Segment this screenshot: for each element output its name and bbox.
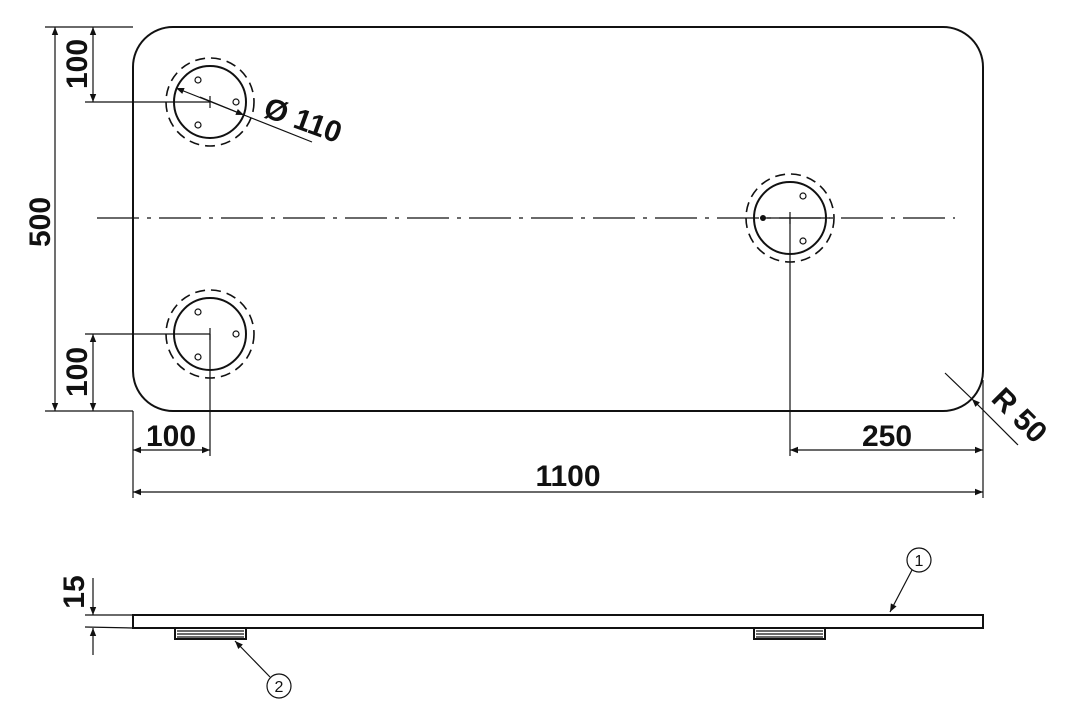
foot-right xyxy=(753,627,826,640)
dim-15: 15 xyxy=(58,575,91,608)
balloon-2: 2 xyxy=(234,640,292,699)
dim-line-radius xyxy=(971,398,1019,446)
dim-radius: R 50 xyxy=(985,382,1053,450)
svg-text:2: 2 xyxy=(275,679,284,696)
svg-text:1: 1 xyxy=(915,553,924,570)
dim-bottom-100: 100 xyxy=(61,347,94,397)
foot-left xyxy=(174,627,247,640)
dim-250: 250 xyxy=(862,420,912,453)
dim-left-100: 100 xyxy=(146,420,196,453)
plate-side-view xyxy=(132,614,984,629)
plate-outline xyxy=(132,26,984,412)
dim-diameter: Ø 110 xyxy=(260,92,347,150)
dim-500: 500 xyxy=(24,197,57,247)
dim-top-100: 100 xyxy=(61,39,94,89)
extension-lines xyxy=(45,26,984,498)
balloon-1: 1 xyxy=(889,547,932,613)
dim-1100: 1100 xyxy=(535,460,600,493)
dim-arrow-diameter-2 xyxy=(199,96,245,116)
